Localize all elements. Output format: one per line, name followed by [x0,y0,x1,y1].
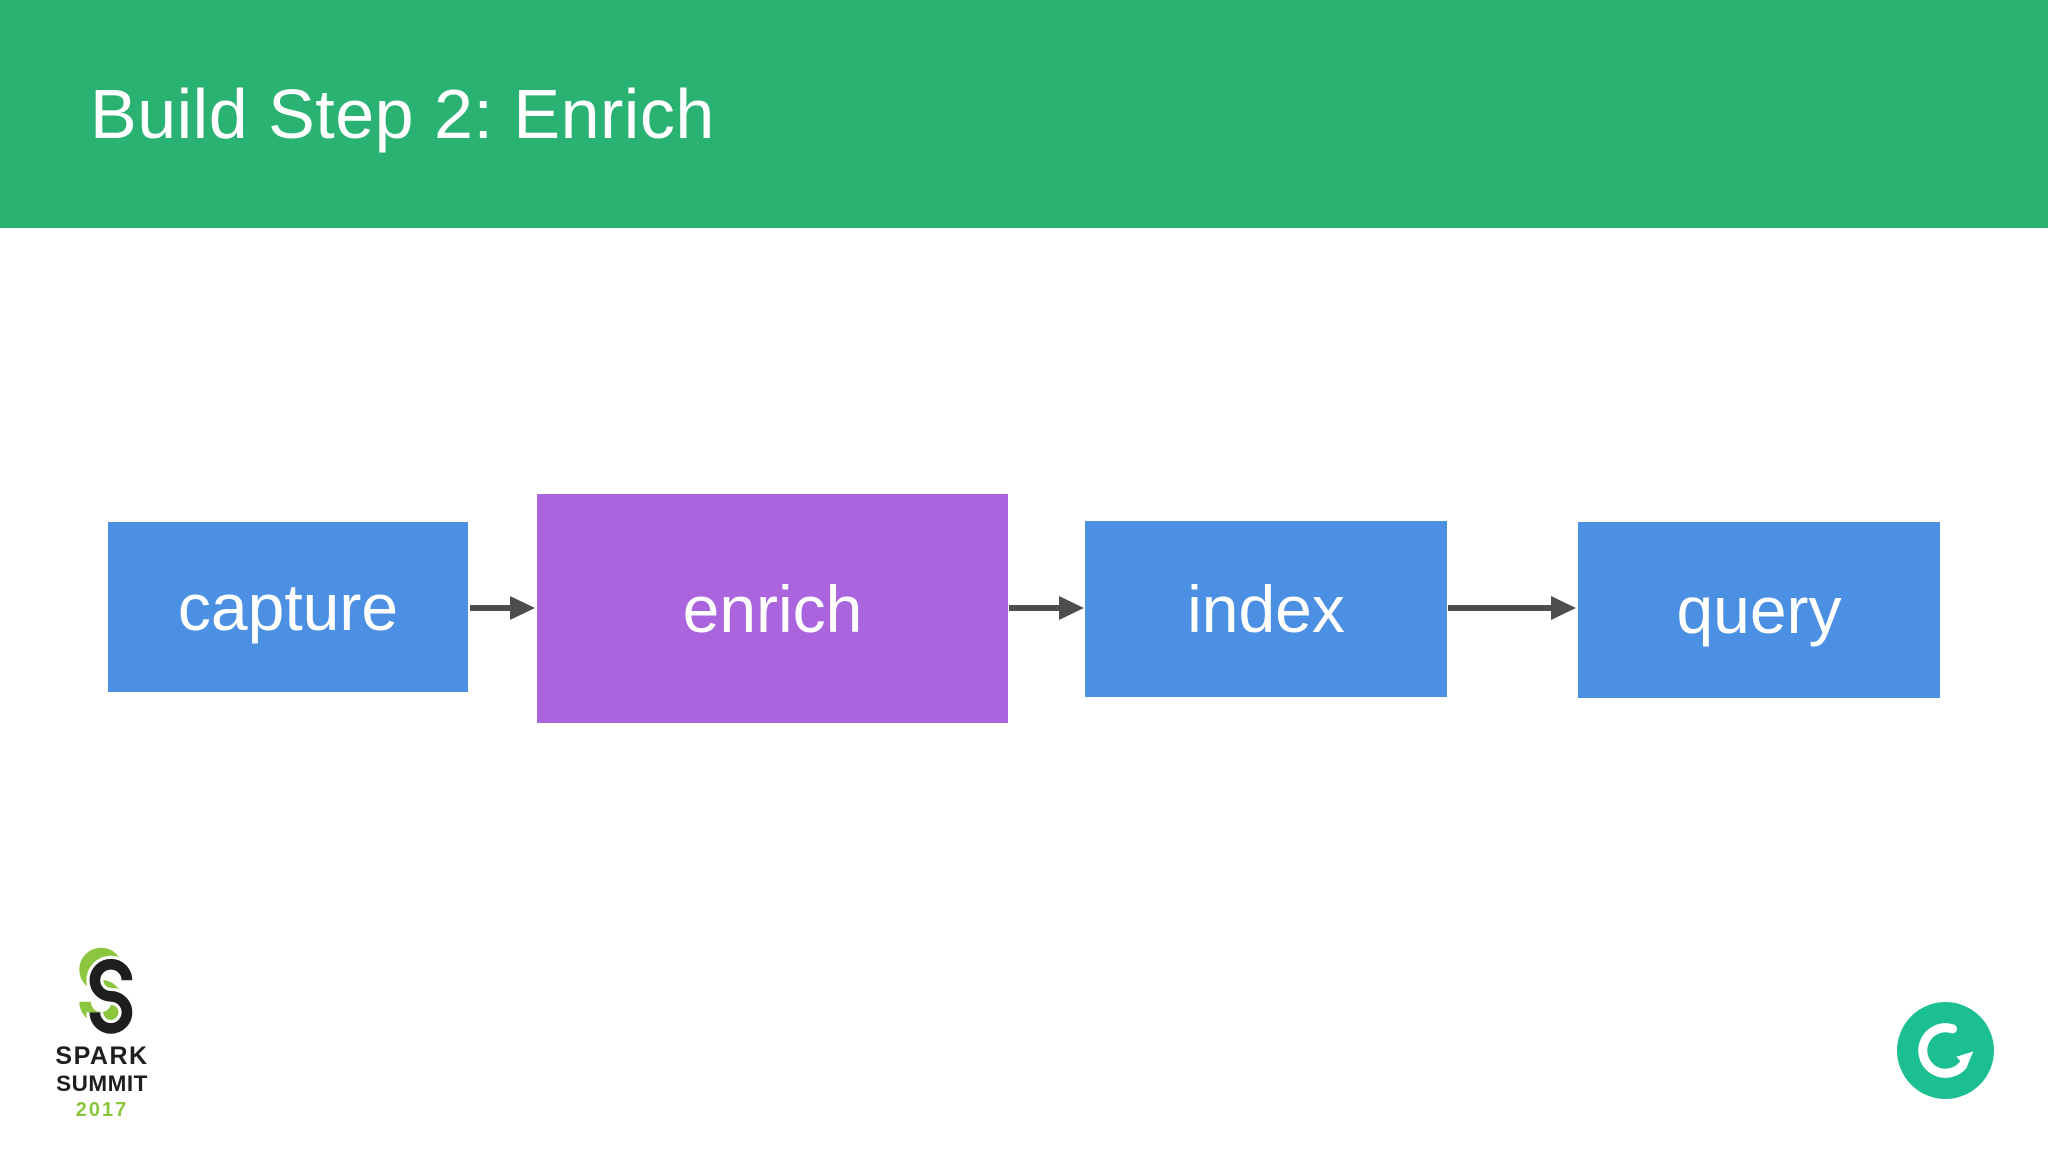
page-title: Build Step 2: Enrich [90,75,715,153]
arrow-shaft [470,605,510,611]
header-bar: Build Step 2: Enrich [0,0,2048,228]
arrow-shaft [1009,605,1059,611]
step-label-capture: capture [177,570,399,644]
grammarly-g-icon [1897,1002,1994,1099]
step-label-enrich: enrich [682,571,863,646]
step-label-query: query [1676,573,1842,647]
arrow-shaft [1448,605,1551,611]
grammarly-logo [1897,1002,1994,1099]
step-label-index: index [1187,572,1345,646]
step-box-enrich: enrich [537,494,1008,723]
spark-s-icon [79,947,136,1037]
spark-summit-logo: SPARK SUMMIT 2017 [44,944,160,1120]
flow-arrow-index-to-query [1448,595,1576,621]
arrow-head-icon [510,596,535,620]
flow-arrow-enrich-to-index [1009,595,1084,621]
flow-arrow-capture-to-enrich [470,595,535,621]
spark-logo-year: 2017 [75,1098,129,1121]
arrow-head-icon [1059,596,1084,620]
arrow-head-icon [1551,596,1576,620]
step-box-query: query [1578,522,1940,698]
step-box-index: index [1085,521,1447,697]
spark-logo-line2: SUMMIT [56,1071,148,1096]
spark-logo-line1: SPARK [55,1042,149,1070]
step-box-capture: capture [108,522,468,692]
